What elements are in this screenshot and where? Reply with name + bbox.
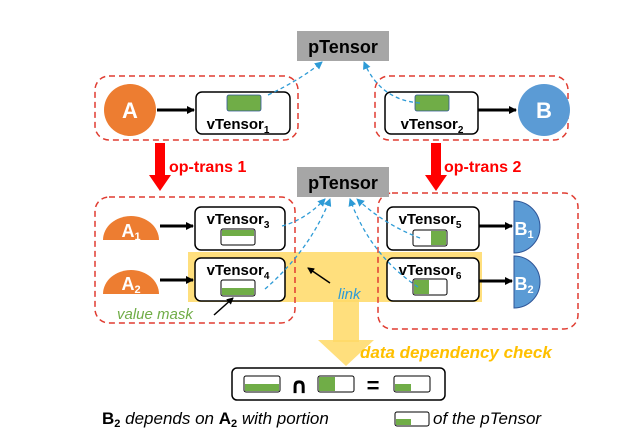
vtensor1-box xyxy=(195,91,291,135)
node-a xyxy=(104,84,156,136)
node-b xyxy=(518,84,570,136)
link-label: link xyxy=(338,286,362,303)
dependency-arrow-head xyxy=(318,340,374,366)
caption: B2 depends on A2 with portion xyxy=(102,409,329,430)
dependency-arrow-shaft xyxy=(333,300,359,342)
vtensor5-label: vTensor5 xyxy=(399,211,462,231)
equation-intersect: ∩ xyxy=(290,374,308,399)
vtensor3-label: vTensor3 xyxy=(207,211,270,231)
vtensor5-box xyxy=(386,206,480,251)
vtensor5-mask-fill xyxy=(431,231,446,245)
node-b1-label: B1 xyxy=(514,219,533,241)
link-pointer xyxy=(307,267,331,284)
value-mask-label: value mask xyxy=(117,306,194,323)
node-b-label: B xyxy=(536,98,552,123)
caption-portion-mask-fill xyxy=(396,419,411,425)
node-b1 xyxy=(513,200,541,254)
vtensor6-label: vTensor6 xyxy=(399,262,462,282)
equation-mask-2-fill xyxy=(319,377,335,391)
op-trans1-arrow xyxy=(149,143,171,191)
data-dependency-check-label: data dependency check xyxy=(360,343,553,362)
node-a2-label: A2 xyxy=(121,274,140,296)
ptensor-top-label: pTensor xyxy=(308,37,378,57)
vtensor3-mask-fill xyxy=(222,230,254,236)
ptensor-mid-box xyxy=(297,167,389,197)
vtensor2-box xyxy=(384,91,479,135)
caption-tail: of the pTensor xyxy=(433,409,542,428)
node-b2-label: B2 xyxy=(514,274,533,296)
group-bottom-left xyxy=(94,196,296,324)
op-trans2-arrow xyxy=(425,143,447,191)
vtensor1-mask xyxy=(226,94,262,112)
equation-mask-1-fill xyxy=(245,384,279,391)
ptensor-mid-label: pTensor xyxy=(308,173,378,193)
group-top-left xyxy=(94,75,299,141)
node-a1-label: A1 xyxy=(121,221,140,243)
link-vtensor6-ptensor xyxy=(348,198,419,288)
equation-mask-result-fill xyxy=(395,384,411,391)
vtensor2-label: vTensor2 xyxy=(401,116,464,136)
link-vtensor4-ptensor xyxy=(264,198,332,290)
op-trans2-label: op-trans 2 xyxy=(444,159,521,176)
vtensor4-label: vTensor4 xyxy=(207,262,270,282)
node-b2 xyxy=(513,255,541,309)
link-vtensor3-ptensor xyxy=(281,198,326,227)
op-trans1-label: op-trans 1 xyxy=(169,159,246,176)
value-mask-pointer xyxy=(213,297,234,316)
link-vtensor5-ptensor xyxy=(356,198,421,239)
node-a2 xyxy=(103,270,159,294)
ptensor-top-box xyxy=(297,31,389,61)
vtensor6-mask-fill xyxy=(414,280,429,294)
vtensor2-mask xyxy=(414,94,450,112)
group-bottom-right xyxy=(377,192,579,330)
node-a-label: A xyxy=(122,98,138,123)
vtensor4-mask-fill xyxy=(222,288,254,295)
link-vtensor2-ptensor xyxy=(363,61,421,104)
vtensor1-label: vTensor1 xyxy=(207,116,270,136)
link-vtensor1-ptensor xyxy=(267,61,323,96)
equation-equals: = xyxy=(367,373,380,398)
node-a1 xyxy=(103,216,159,240)
